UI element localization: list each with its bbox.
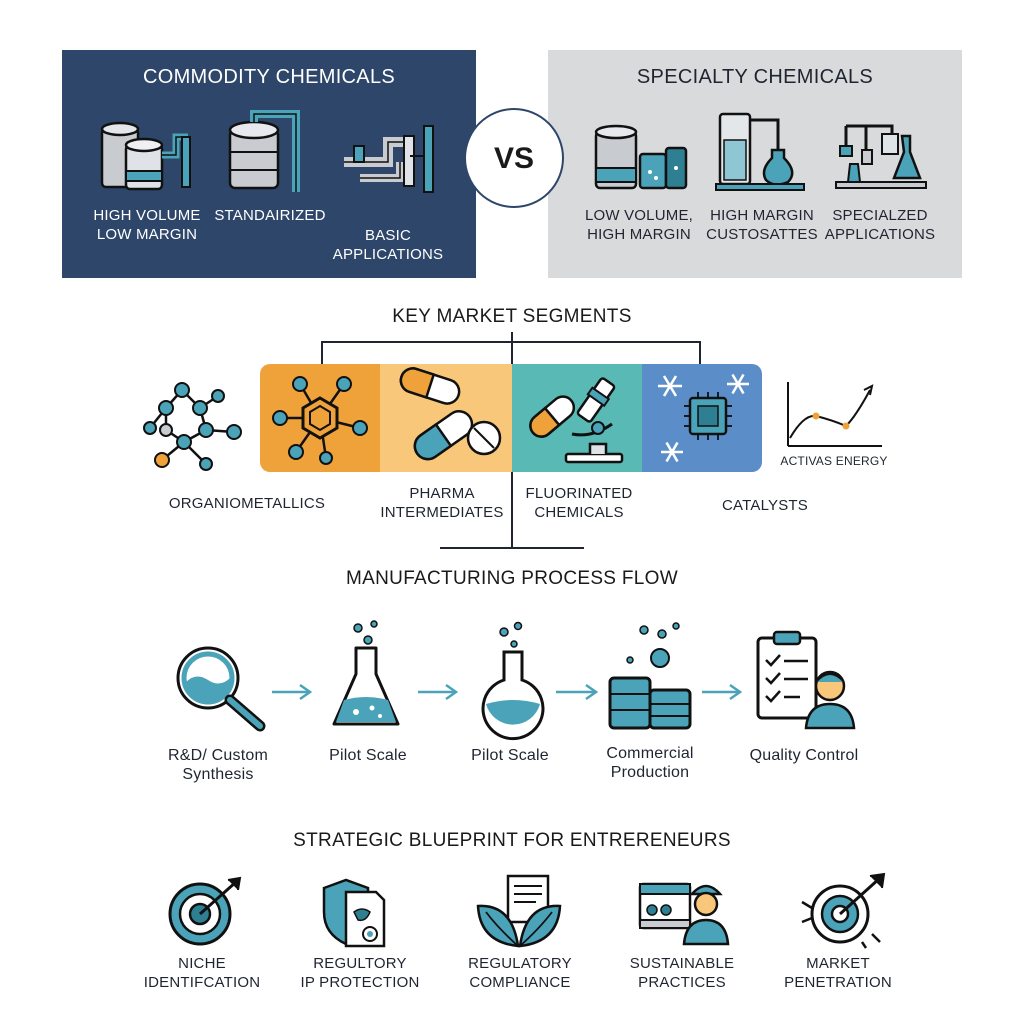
magnifier-icon xyxy=(176,646,266,732)
commodity-item-volume-label: HIGH VOLUME LOW MARGIN xyxy=(93,207,201,243)
specialty-item-applications-label: SPECIALZED APPLICATIONS xyxy=(824,207,936,243)
segment-catalysts-label: CATALYSTS xyxy=(722,497,808,514)
blueprint-market-label: MARKET PENETRATION xyxy=(784,955,892,991)
tank-pipe-icon xyxy=(228,110,300,192)
blueprint-ip-label: REGULTORY IP PROTECTION xyxy=(300,955,420,991)
activation-energy-graph xyxy=(787,382,882,447)
blueprint-niche-label: NICHE IDENTIFCATION xyxy=(143,955,261,991)
segment-fluorinated-label: FLUORINATED CHEMICALS xyxy=(525,485,633,521)
process-title: MANUFACTURING PROCESS FLOW xyxy=(346,568,678,589)
specialty-title: SPECIALTY CHEMICALS xyxy=(636,66,874,88)
blueprint-compliance-label: REGULATORY COMPLIANCE xyxy=(468,955,572,991)
blueprint-title: STRATEGIC BLUEPRINT FOR ENTRERENEURS xyxy=(293,830,731,851)
arrow-right-icon xyxy=(418,683,459,701)
vs-badge: VS xyxy=(464,108,564,208)
step-quality-label: Quality Control xyxy=(749,747,859,764)
segment-pharma-label: PHARMA INTERMEDIATES xyxy=(380,485,504,521)
pipeline-icon xyxy=(344,125,434,193)
segment-organometallics-label: ORGANIOMETALLICS xyxy=(168,495,326,512)
lab-flask-icon xyxy=(715,112,805,191)
small-tanks-icon xyxy=(594,124,688,190)
barrels-icon xyxy=(608,622,692,730)
worker-icon xyxy=(638,882,730,946)
arrow-right-icon xyxy=(702,683,743,701)
round-flask-icon xyxy=(481,621,545,741)
arrow-right-icon xyxy=(272,683,313,701)
hexagon-molecule-icon xyxy=(272,376,368,465)
blueprint-sustainable-label: SUSTAINABLE PRACTICES xyxy=(629,955,735,991)
vs-label: VS xyxy=(493,142,535,175)
specialty-item-custom-label: HIGH MARGIN CUSTOSATTES xyxy=(706,207,818,243)
step-pilot-1-label: Pilot Scale xyxy=(329,747,407,764)
arrow-right-icon xyxy=(556,683,599,701)
shield-document-icon xyxy=(322,878,386,948)
specialty-item-volume-label: LOW VOLUME, HIGH MARGIN xyxy=(584,207,694,243)
step-commercial-label: Commercial Production xyxy=(606,745,694,781)
target-arrow-icon xyxy=(168,876,242,946)
activation-energy-label: ACTIVAS ENERGY xyxy=(780,454,888,468)
microscope-icon xyxy=(529,377,624,464)
segments-title: KEY MARKET SEGMENTS xyxy=(392,306,632,327)
step-pilot-2-label: Pilot Scale xyxy=(471,747,549,764)
commodity-item-basic-label: BASIC APPLICATIONS xyxy=(332,227,444,263)
lab-setup-icon xyxy=(835,124,927,189)
commodity-title: COMMODITY CHEMICALS xyxy=(142,66,396,88)
bullseye-icon xyxy=(801,872,886,949)
molecule-icon xyxy=(143,382,242,471)
pills-icon xyxy=(399,367,502,461)
storage-tanks-icon xyxy=(100,121,191,191)
leaf-document-icon xyxy=(476,874,562,948)
checklist-person-icon xyxy=(756,630,856,730)
erlenmeyer-flask-icon xyxy=(332,620,400,726)
chip-snowflake-icon xyxy=(658,373,749,463)
commodity-item-standardized-label: STANDAIRIZED xyxy=(214,207,326,224)
step-rd-label: R&D/ Custom Synthesis xyxy=(168,747,268,783)
